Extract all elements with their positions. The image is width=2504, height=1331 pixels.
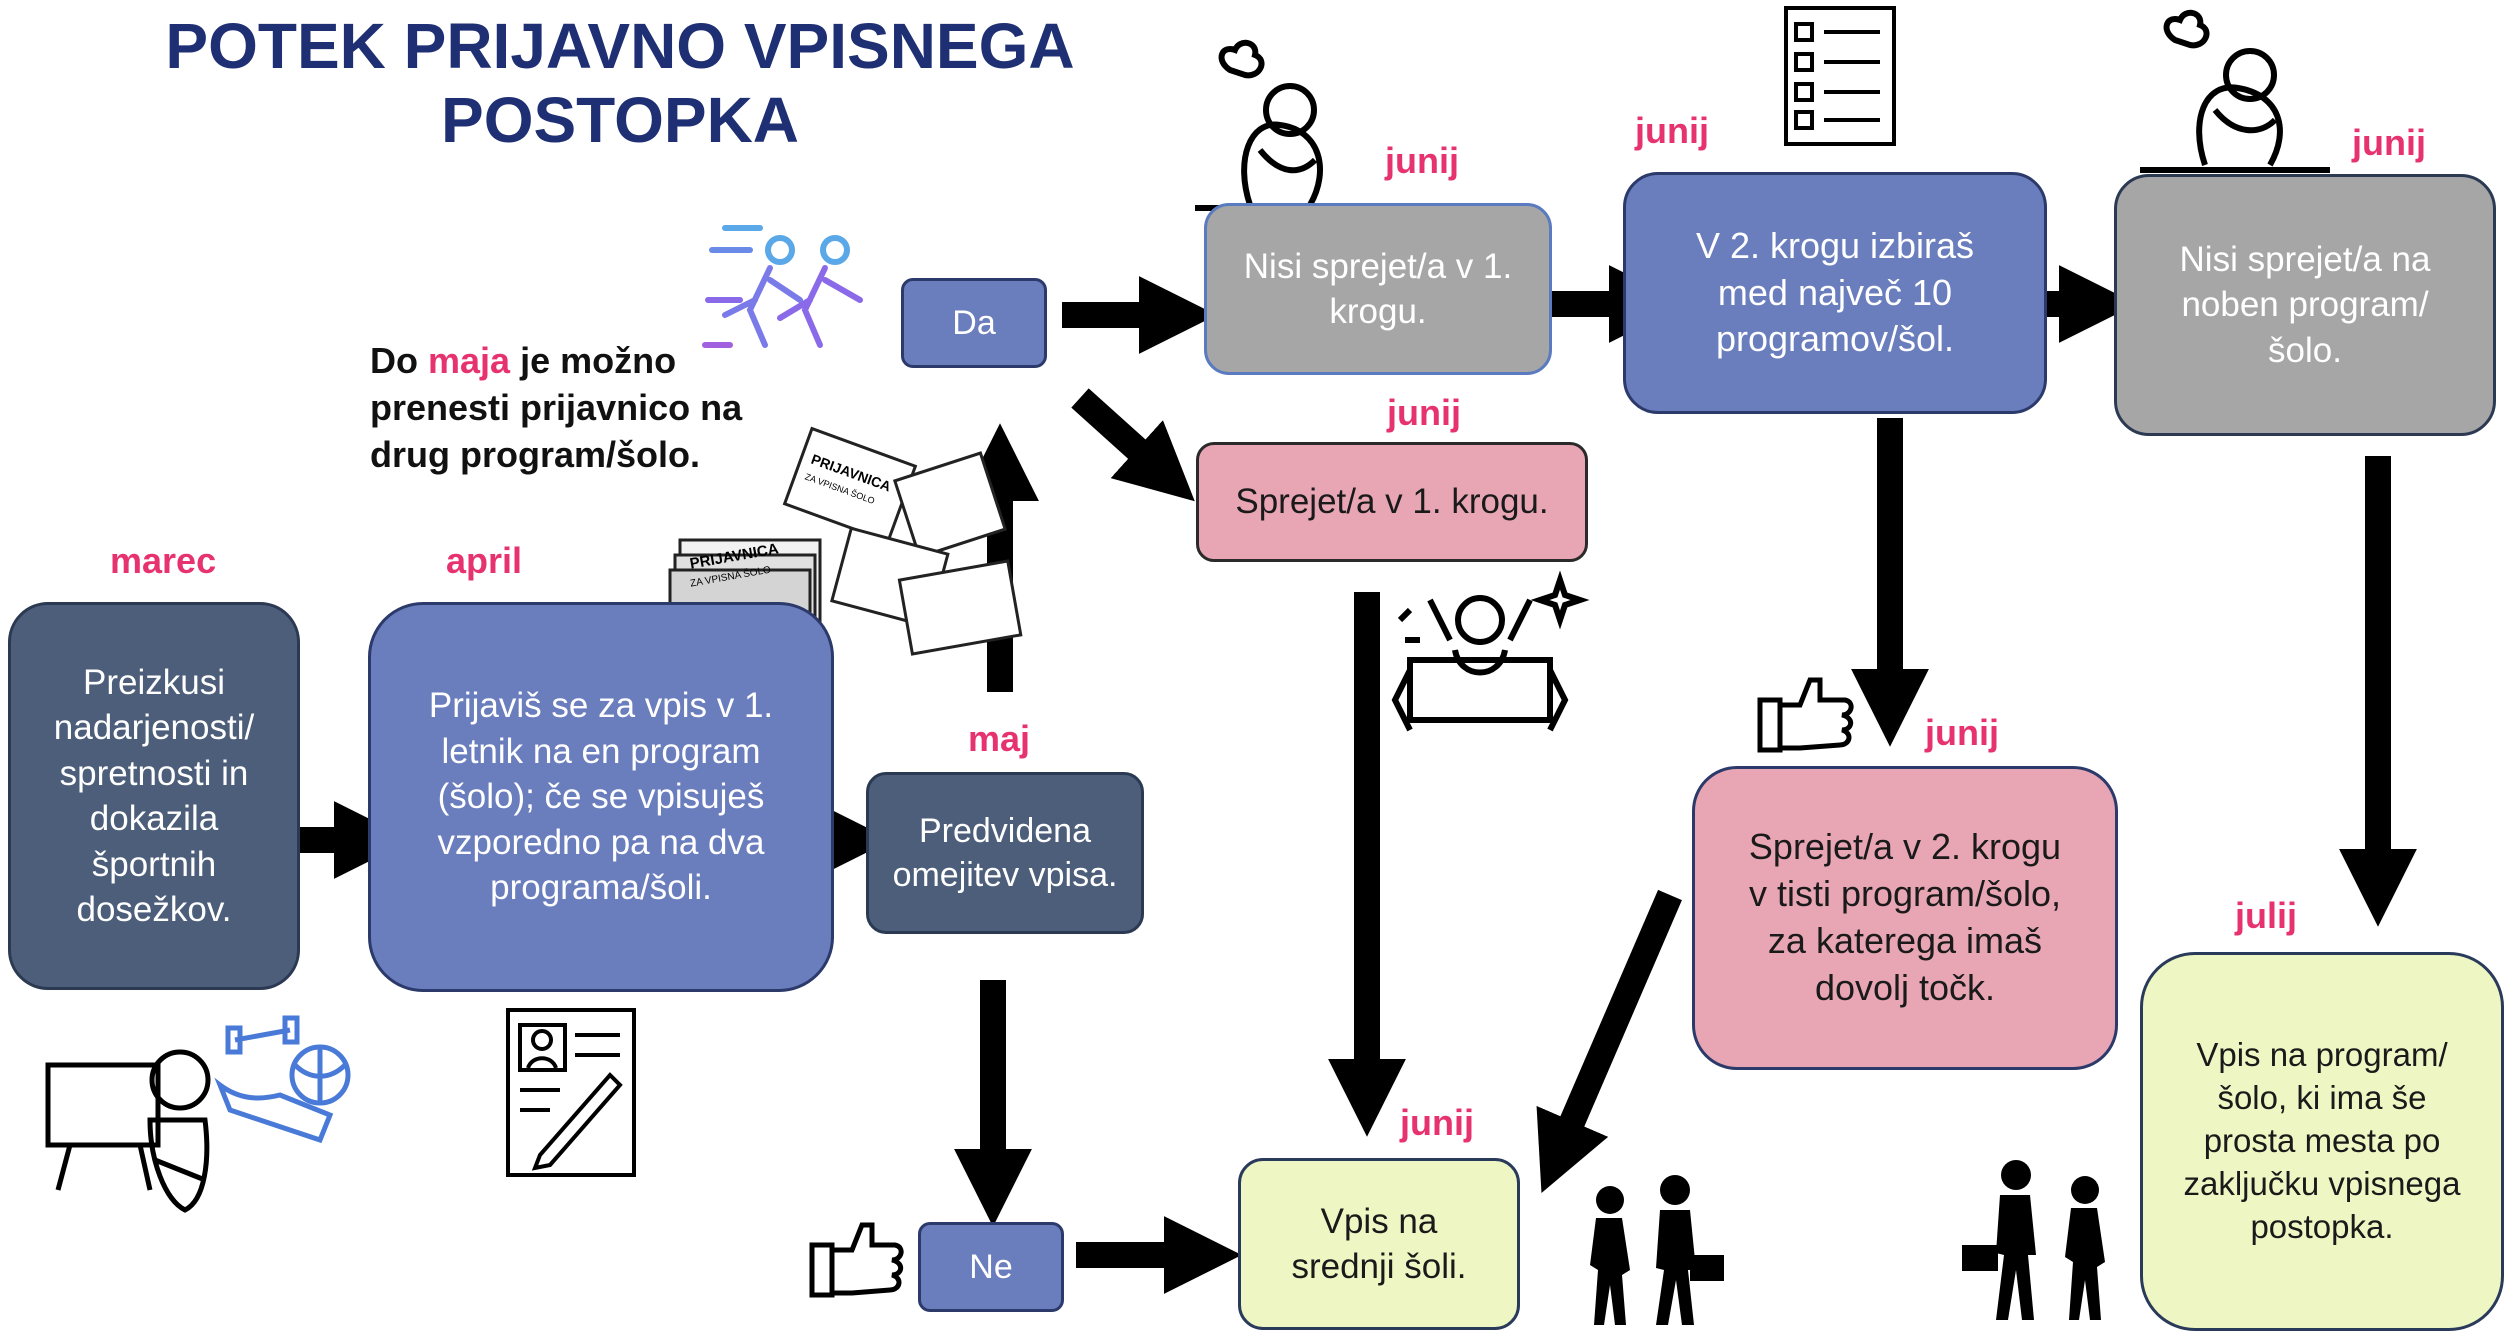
artist-icon [45,1049,211,1213]
box-preizkusi: Preizkusi nadarjenosti/ spretnosti in do… [8,602,300,990]
arrow-sprejet2-vpis [1536,889,1682,1193]
box-ne: Ne [918,1222,1064,1312]
celebrating-person-icon [1391,570,1590,732]
note-after: je možno prenesti prijavnico na drug pro… [370,340,743,475]
month-label-junij: junij [1385,140,1459,181]
box-sprejet-1: Sprejet/a v 1. krogu. [1196,442,1588,562]
thumbs-up-icon [1757,677,1854,753]
checklist-icon [1784,6,1896,146]
month-label-julij: julij [2235,895,2297,936]
page-title: POTEK PRIJAVNO VPISNEGA POSTOPKA [165,10,1075,156]
sad-person-icon [2140,9,2330,173]
cv-document-icon [506,1008,636,1177]
sad-person-icon [1195,39,1365,211]
month-label-junij: junij [1400,1102,1474,1143]
box-prijavis: Prijaviš se za vpis v 1. letnik na en pr… [368,602,834,992]
students-walking-icon [1590,1175,1724,1325]
arrow-da-sprejet [1071,388,1195,502]
box-vpis-srednji: Vpis na srednji šoli. [1238,1158,1520,1330]
box-nisi-sprejet-1: Nisi sprejet/a v 1. krogu. [1204,203,1552,375]
month-label-junij: junij [1635,110,1709,151]
box-krog-2: V 2. krogu izbiraš med največ 10 program… [1623,172,2047,414]
month-label-april: april [446,540,523,581]
month-label-maj: maj [968,718,1031,759]
month-label-junij: junij [2352,122,2426,163]
month-label-marec: marec [110,540,217,581]
note-before: Do [370,340,428,381]
sports-equipment-icon [214,1015,351,1144]
box-da: Da [901,278,1047,368]
note-highlight: maja [428,340,511,381]
thumbs-up-icon [809,1222,904,1298]
month-label-junij: junij [1387,392,1461,433]
box-nisi-sprejet-noben: Nisi sprejet/a na noben program/šolo. [2114,174,2496,436]
students-walking-icon [1962,1160,2105,1320]
box-sprejet-2: Sprejet/a v 2. krogu v tisti program/šol… [1692,766,2118,1070]
month-label-junij: junij [1925,712,1999,753]
transfer-note: Do maja je možno prenesti prijavnico na … [370,338,790,478]
runners-icon [702,225,863,348]
box-predvidena: Predvidena omejitev vpisa. [866,772,1144,934]
box-vpis-prosta-mesta: Vpis na program/šolo, ki ima še prosta m… [2140,952,2504,1331]
